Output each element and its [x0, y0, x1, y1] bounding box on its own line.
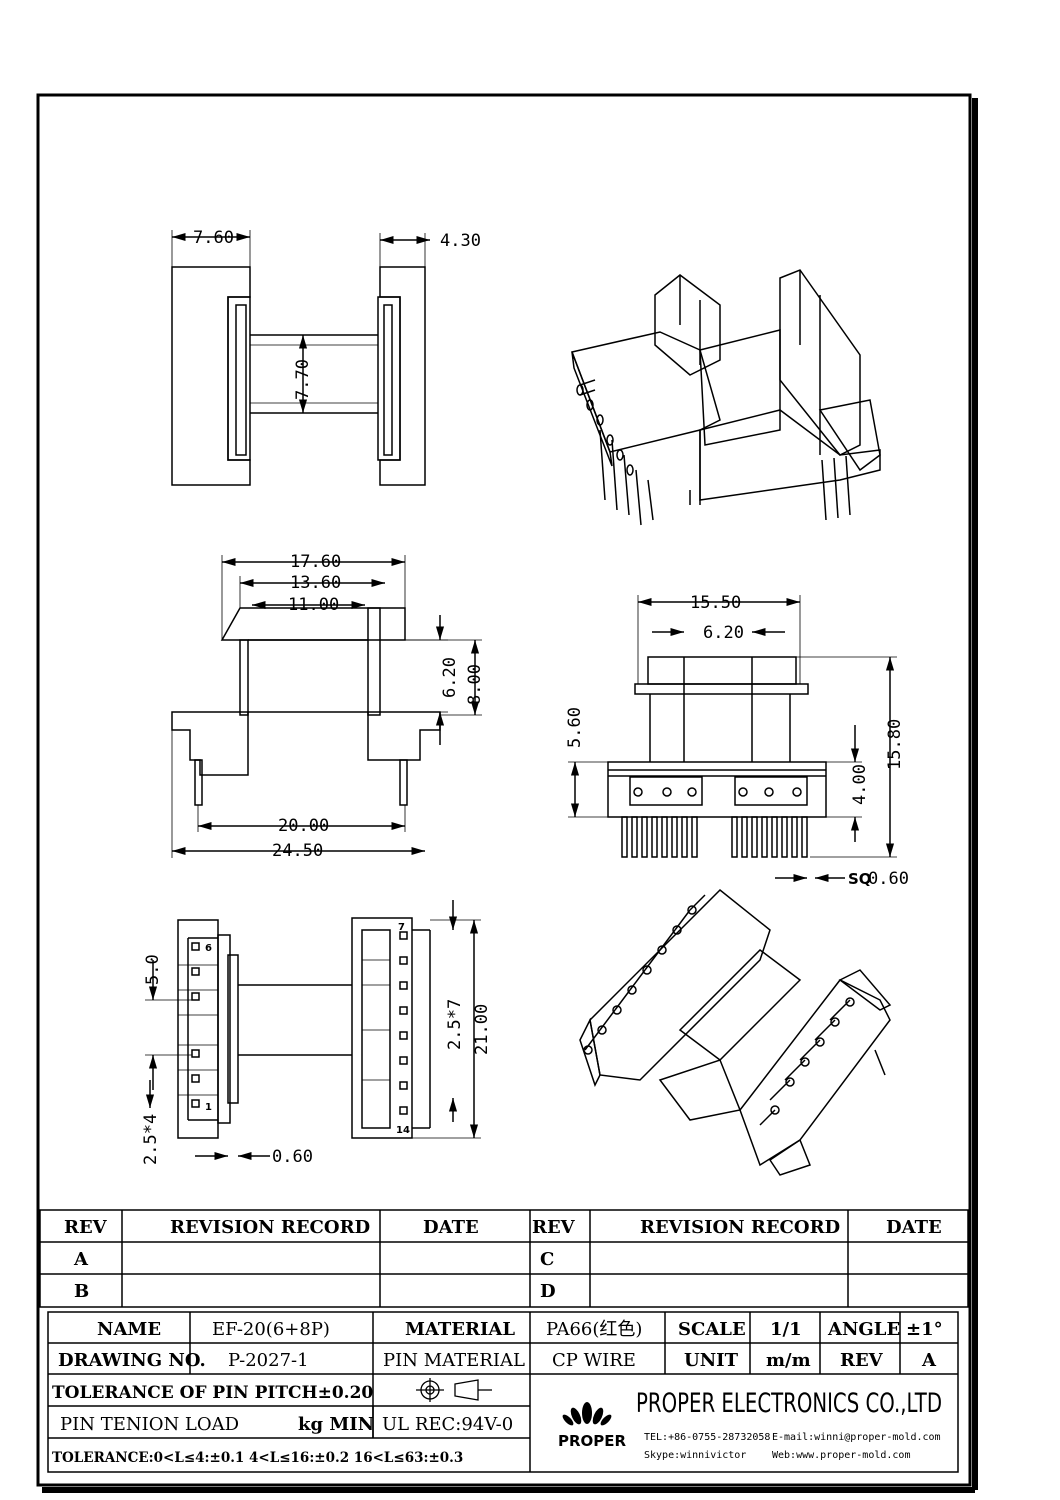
- rev-row-a: A: [73, 1249, 89, 1270]
- title-angle-label: ANGLE: [827, 1319, 900, 1340]
- pin-label-6: 6: [205, 943, 212, 954]
- dim-bottom-2-5x4: 2.5*4: [141, 1114, 161, 1165]
- dim-side-15-50: 15.50: [690, 593, 741, 613]
- company-name: PROPER ELECTRONICS CO.,LTD: [636, 1388, 942, 1419]
- dim-side-15-80: 15.80: [885, 719, 905, 770]
- company-web: Web:www.proper-mold.com: [772, 1450, 910, 1461]
- company-skype: Skype:winnivictor: [644, 1450, 746, 1461]
- pin-label-14: 14: [396, 1125, 410, 1136]
- dim-side-sq-label: SQ: [848, 870, 872, 888]
- dim-front-20-00: 20.00: [278, 816, 329, 836]
- title-pin-tension-unit: kg MIN: [298, 1414, 374, 1435]
- company-tel: TEL:+86-0755-28732058: [644, 1432, 770, 1443]
- dim-side-5-60: 5.60: [565, 707, 585, 748]
- title-scale-value: 1/1: [770, 1319, 802, 1340]
- title-name-label: NAME: [97, 1319, 161, 1340]
- title-unit-value: m/m: [766, 1350, 811, 1371]
- rev-row-d: D: [540, 1281, 556, 1302]
- rev-header-right: REV: [532, 1217, 576, 1238]
- front-view: [171, 555, 482, 858]
- date-header-left: DATE: [423, 1217, 479, 1238]
- title-scale-label: SCALE: [678, 1319, 746, 1340]
- dim-side-sq-value: 0.60: [868, 869, 909, 889]
- pin-label-7: 7: [398, 922, 405, 933]
- title-drawing-no-value: P-2027-1: [228, 1350, 309, 1371]
- dim-top-4-30: 4.30: [440, 231, 481, 251]
- title-tolerance-pitch: TOLERANCE OF PIN PITCH±0.20: [52, 1383, 373, 1403]
- dim-front-24-50: 24.50: [272, 841, 323, 861]
- dim-front-11-00: 11.00: [288, 595, 339, 615]
- dim-side-6-20: 6.20: [703, 623, 744, 643]
- company-logo-icon: [562, 1402, 612, 1426]
- revision-record-header-right: REVISION RECORD: [640, 1217, 840, 1238]
- dim-bottom-21-00: 21.00: [472, 1004, 492, 1055]
- title-ul-rec: UL REC:94V-0: [382, 1414, 513, 1435]
- title-tolerance-general: TOLERANCE:0<L≤4:±0.1 4<L≤16:±0.2 16<L≤63…: [52, 1450, 463, 1466]
- rev-header-left: REV: [64, 1217, 108, 1238]
- pin-label-1: 1: [205, 1102, 212, 1113]
- isometric-view-upper: [570, 269, 881, 526]
- top-view: [171, 230, 430, 486]
- title-drawing-no-label: DRAWING NO.: [58, 1350, 206, 1371]
- dim-top-7-70: 7.70: [293, 359, 313, 400]
- date-header-right: DATE: [886, 1217, 942, 1238]
- title-block: [47, 1311, 959, 1473]
- rev-row-b: B: [74, 1281, 89, 1302]
- title-rev-label: REV: [840, 1350, 884, 1371]
- dim-front-6-20: 6.20: [440, 657, 460, 698]
- title-pin-material-label: PIN MATERIAL: [383, 1350, 525, 1371]
- title-rev-value: A: [921, 1350, 937, 1371]
- dim-front-17-60: 17.60: [290, 552, 341, 572]
- title-pin-material-value: CP WIRE: [552, 1350, 636, 1371]
- title-material-value: PA66(红色): [546, 1319, 642, 1340]
- dim-bottom-5-0: 5.0: [143, 954, 163, 985]
- revision-table: [39, 1209, 969, 1308]
- dim-front-13-60: 13.60: [290, 573, 341, 593]
- title-angle-value: ±1°: [906, 1319, 943, 1340]
- company-email: E-mail:winni@proper-mold.com: [772, 1432, 941, 1443]
- dim-top-7-60: 7.60: [193, 228, 234, 248]
- dim-bottom-2-5x7: 2.5*7: [445, 999, 465, 1050]
- dim-bottom-0-60: 0.60: [272, 1147, 313, 1167]
- title-unit-label: UNIT: [684, 1350, 739, 1371]
- title-name-value: EF-20(6+8P): [212, 1319, 330, 1340]
- projection-symbol: [416, 1378, 492, 1402]
- title-material-label: MATERIAL: [405, 1319, 515, 1340]
- dim-side-4-00: 4.00: [850, 764, 870, 805]
- title-pin-tension-label: PIN TENION LOAD: [60, 1414, 239, 1435]
- side-view: [568, 595, 897, 883]
- sheet-border: [36, 93, 972, 1487]
- revision-record-header-left: REVISION RECORD: [170, 1217, 370, 1238]
- rev-row-c: C: [540, 1249, 554, 1270]
- dim-front-8-00: 8.00: [465, 664, 485, 705]
- bottom-view: [145, 900, 481, 1161]
- company-logo-text: PROPER: [558, 1432, 627, 1450]
- isometric-view-lower: [579, 888, 892, 1176]
